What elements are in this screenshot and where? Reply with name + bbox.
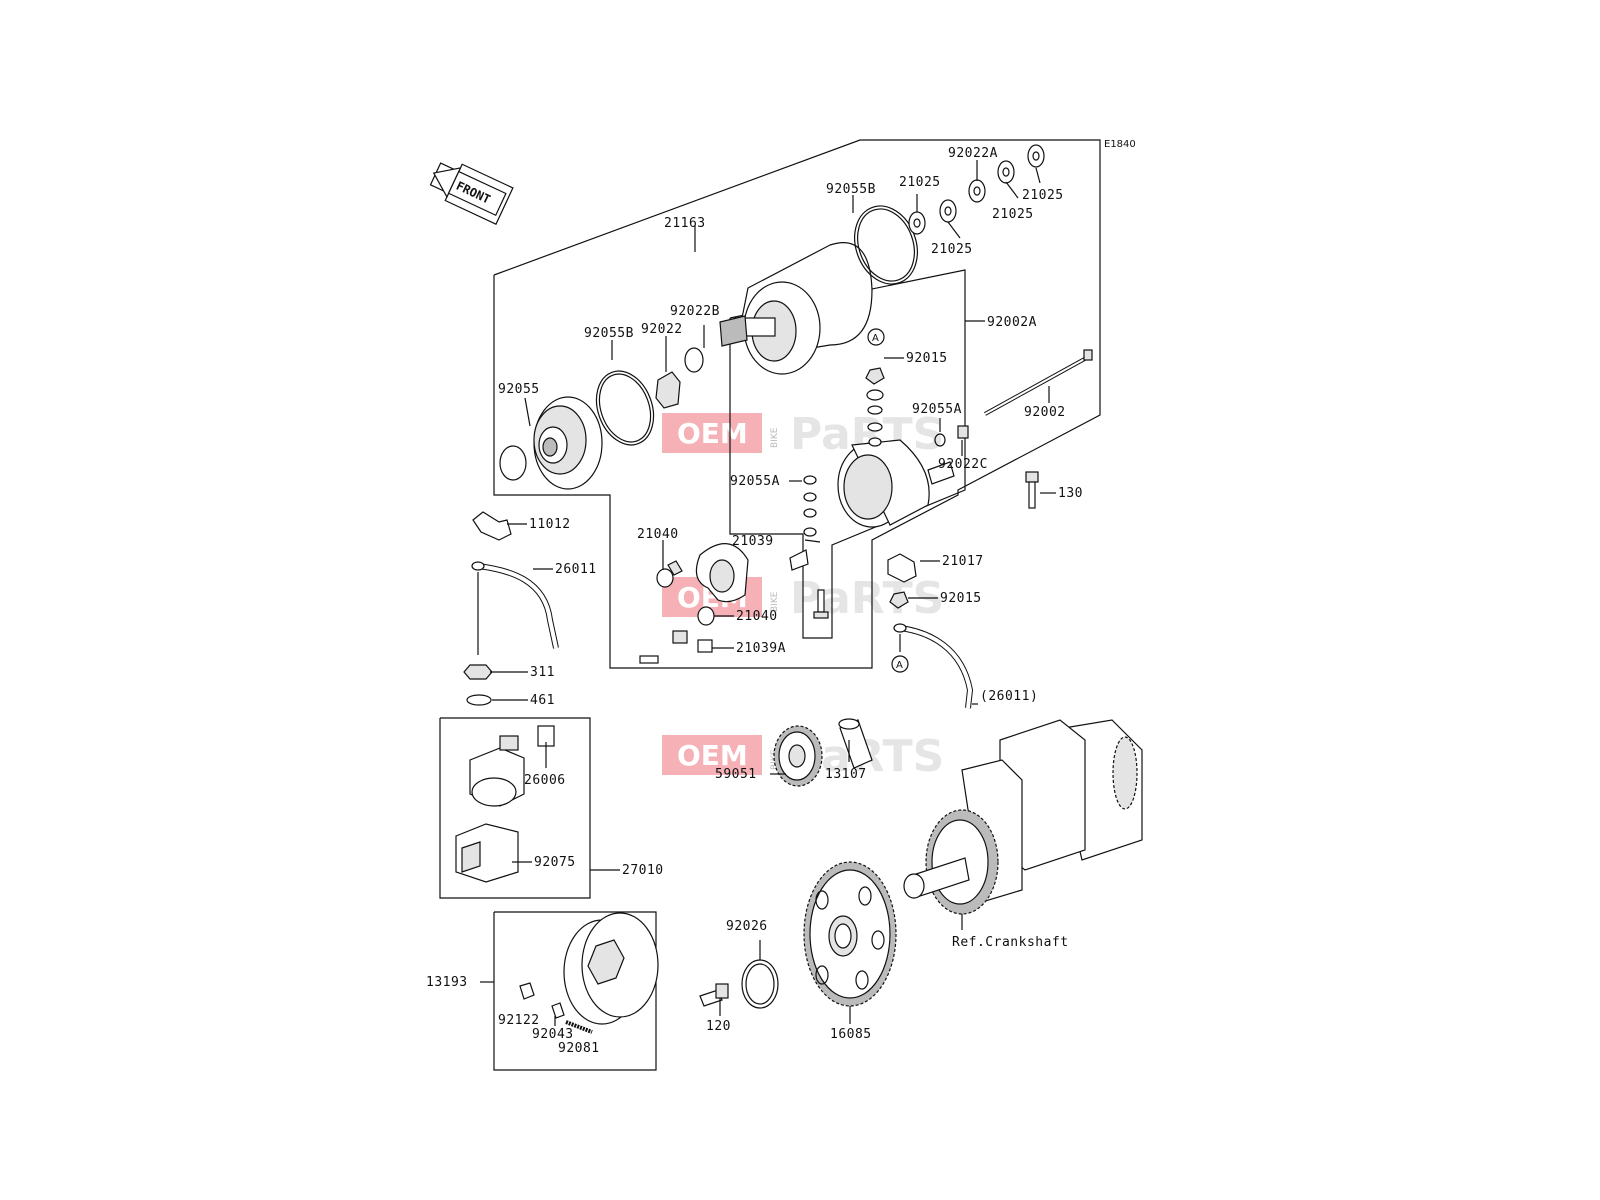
label-92022c: 92022C [938,457,988,472]
battery-cable [463,511,559,706]
label-92015-bottom: 92015 [940,591,982,606]
label-92026: 92026 [726,919,768,934]
callout-marker-a-top: A [867,328,885,346]
front-arrow-icon: FRONT [429,162,514,225]
label-92055: 92055 [498,382,540,397]
bolt-130 [1025,471,1039,509]
label-26006: 26006 [524,773,566,788]
label-461: 461 [530,693,555,708]
brush-holder-outline [729,269,966,639]
part-labels: 21163 92055B 21025 92022A 21025 21025 21… [426,146,1083,1056]
svg-text:A: A [896,660,903,671]
o-ring-92055b-left [595,370,655,446]
label-92002a: 92002A [987,315,1037,330]
label-21039: 21039 [732,534,774,549]
svg-text:BIKE: BIKE [770,427,780,448]
label-92081: 92081 [558,1041,600,1056]
starter-clutch-outline [493,911,657,1071]
washer-92026 [741,959,779,1009]
label-ref-crankshaft: Ref.Crankshaft [952,935,1069,950]
starter-motor-body [719,242,873,375]
terminal-stack [803,367,969,537]
label-11012: 11012 [529,517,571,532]
label-311: 311 [530,665,555,680]
label-92075: 92075 [534,855,576,870]
label-92055b-left: 92055B [584,326,634,341]
washer-92022b [684,347,704,373]
washer-set [908,144,1045,235]
svg-text:OEM: OEM [677,739,748,772]
starter-rear-cover [837,439,955,528]
crankshaft [903,719,1143,915]
label-59051: 59051 [715,767,757,782]
relay-box-outline [439,717,591,899]
svg-text:A: A [872,333,879,344]
callout-marker-a-bottom: A [891,655,909,673]
leader-lines [480,160,1056,1026]
label-92022b: 92022B [670,304,720,319]
brush-plate [639,543,829,664]
label-27010: 27010 [622,863,664,878]
lock-plate-92022 [655,371,681,409]
label-130: 130 [1058,486,1083,501]
label-92022: 92022 [641,322,683,337]
svg-text:BIKE: BIKE [770,591,780,612]
label-92122: 92122 [498,1013,540,1028]
starter-clutch [519,912,659,1034]
watermark-1: OEM BIKE PaRTS [662,409,944,460]
label-21039a: 21039A [736,641,786,656]
label-92002: 92002 [1024,405,1066,420]
label-26011-ref: (26011) [980,689,1038,704]
label-21163: 21163 [664,216,706,231]
starter-gear-16085 [803,861,897,1007]
starter-relay [455,725,555,883]
o-ring-92055 [499,445,527,481]
starter-assembly-outline [493,139,1101,669]
label-92043: 92043 [532,1027,574,1042]
o-ring-92055b-top [854,205,918,285]
label-92055a-left: 92055A [730,474,780,489]
cable-26011 [887,553,974,709]
svg-text:OEM: OEM [677,417,748,450]
label-16085: 16085 [830,1027,872,1042]
label-13193: 13193 [426,975,468,990]
bolt-120 [699,983,729,1007]
label-92015-top: 92015 [906,351,948,366]
label-92055a-right: 92055A [912,402,962,417]
through-bolt-92002 [984,349,1093,416]
label-120: 120 [706,1019,731,1034]
label-26011: 26011 [555,562,597,577]
label-21025-c: 21025 [992,207,1034,222]
label-92055b-top: 92055B [826,182,876,197]
label-92022a: 92022A [948,146,998,161]
diagram-code: E1840 [1104,139,1136,150]
starter-front-cover [533,396,603,490]
label-21025-d: 21025 [931,242,973,257]
label-13107: 13107 [825,767,867,782]
label-21040-bottom: 21040 [736,609,778,624]
label-21025-b: 21025 [1022,188,1064,203]
label-21017: 21017 [942,554,984,569]
label-21025-a: 21025 [899,175,941,190]
label-21040-top: 21040 [637,527,679,542]
